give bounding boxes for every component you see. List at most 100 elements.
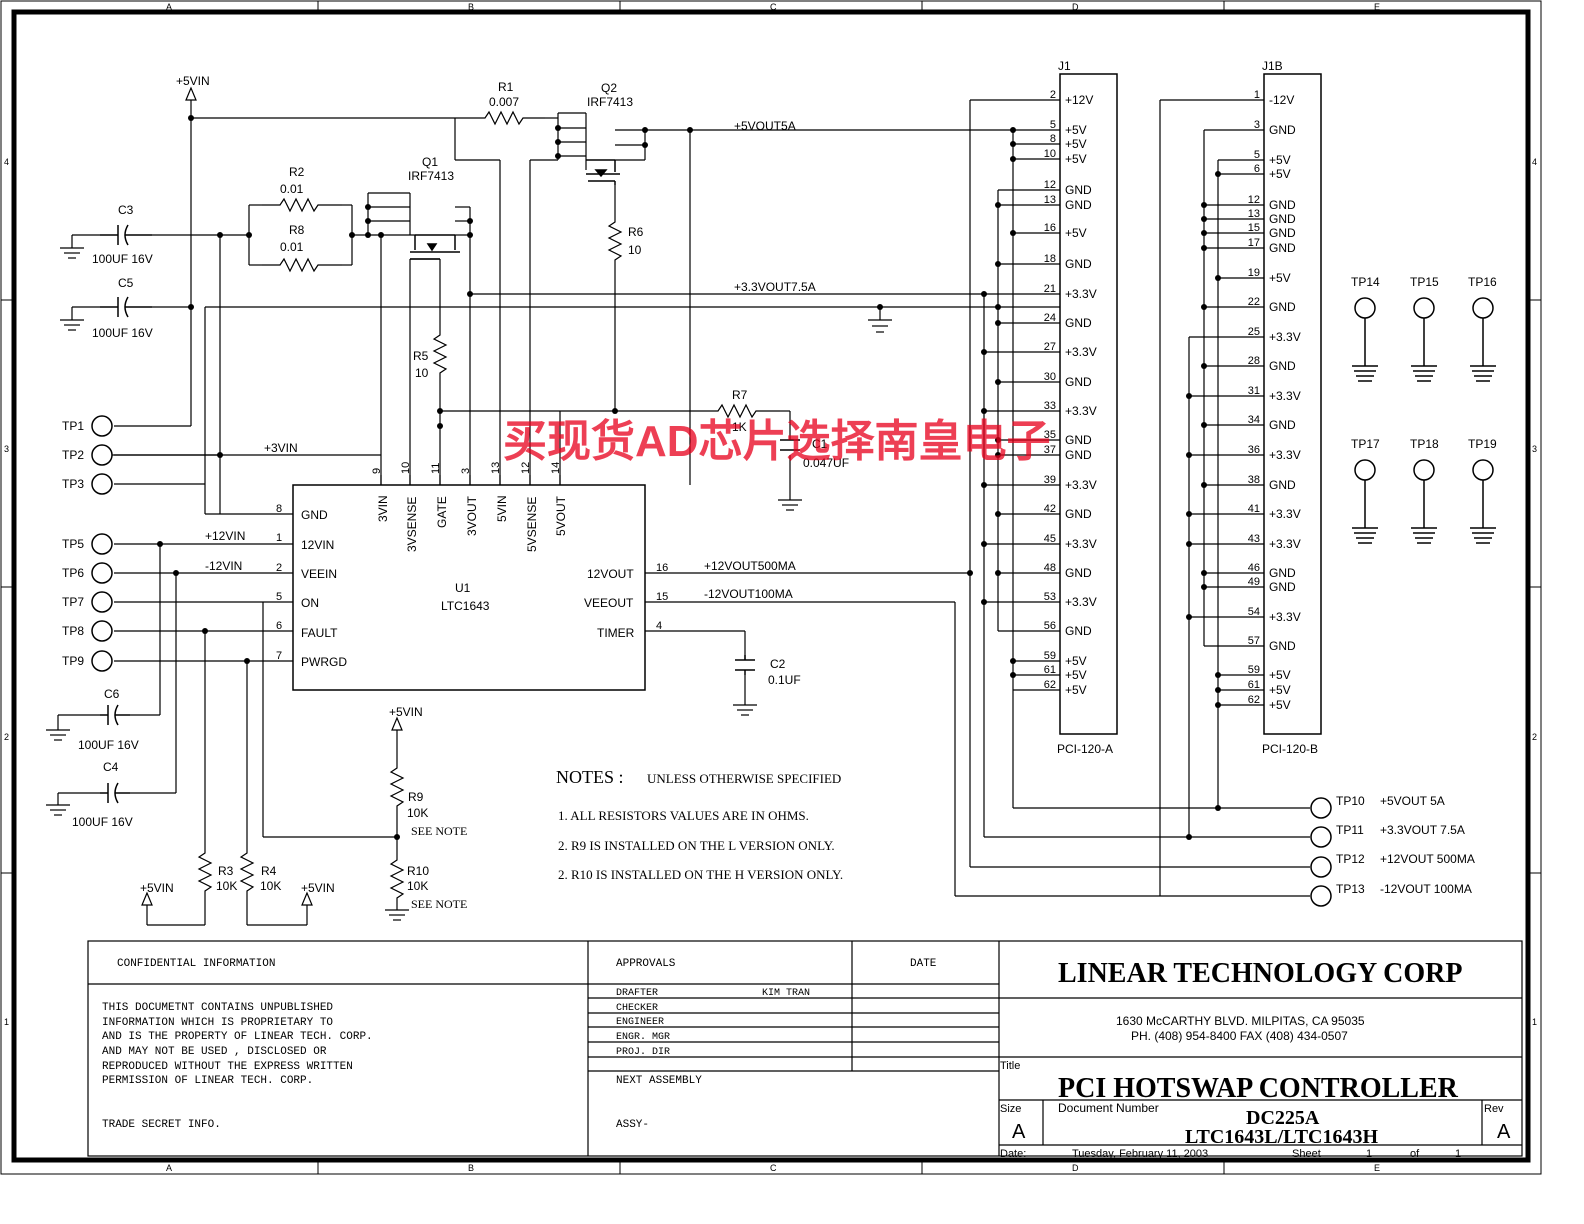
u1-top-pin-stubs: [380, 411, 561, 485]
u1-pin-num: 14: [550, 462, 562, 474]
junction-dots: [157, 115, 1221, 840]
row-number: 2: [4, 732, 9, 742]
net-label: +12VOUT500MA: [704, 559, 796, 573]
j1b-pin-name: GND: [1269, 359, 1296, 373]
u1-ref: U1: [455, 581, 471, 595]
j1-pin-number: 62: [1044, 679, 1056, 691]
component-ref: C5: [118, 276, 134, 290]
tp-label: TP18: [1410, 437, 1439, 451]
tp-label: TP1: [62, 419, 84, 433]
tp7-circle: [91, 591, 113, 613]
j1b-pin-name: +5V: [1269, 167, 1291, 181]
j1-pin-number: 53: [1044, 591, 1056, 603]
j1-pin-name: +3.3V: [1065, 345, 1097, 359]
confidential-line: AND MAY NOT BE USED , DISCLOSED OR: [102, 1046, 327, 1058]
assy: ASSY-: [616, 1119, 649, 1131]
component-ref: C3: [118, 203, 134, 217]
drafter-name: KIM TRAN: [762, 988, 810, 999]
u1-pin-name: 5VSENSE: [525, 497, 539, 552]
tp-label: TP15: [1410, 275, 1439, 289]
ground-icon: [60, 247, 84, 259]
j1b-pin-number: 28: [1248, 355, 1260, 367]
component-value: 100UF 16V: [92, 326, 153, 340]
u1-pin-num: 1: [276, 532, 282, 544]
date-value: Tuesday, February 11, 2003: [1072, 1148, 1208, 1160]
u1-pin-name: FAULT: [301, 626, 338, 640]
r1-symbol: [470, 110, 545, 126]
j1b-pin-number: 49: [1248, 576, 1260, 588]
j1b-pin-number: 43: [1248, 533, 1260, 545]
u1-pin-num: 2: [276, 562, 282, 574]
tp-label: TP10: [1336, 794, 1365, 808]
test-point-circles: [91, 415, 1332, 907]
c5-symbol: [100, 296, 152, 318]
r8-symbol: [262, 257, 342, 273]
j1b-pin-number: 1: [1254, 89, 1260, 101]
tp9-circle: [91, 650, 113, 672]
size-label: Size: [1000, 1103, 1021, 1115]
docnum-label: Document Number: [1058, 1101, 1159, 1115]
j1b-body: [1263, 73, 1322, 735]
power-arrow-icon: [185, 86, 197, 101]
tp-desc: -12VOUT 100MA: [1380, 882, 1472, 896]
tp-label: TP11: [1336, 823, 1364, 837]
j1b-pin-name: GND: [1269, 478, 1296, 492]
j1-pin-name: GND: [1065, 198, 1092, 212]
j1-pin-number: 10: [1044, 148, 1056, 160]
tp8-circle: [91, 620, 113, 642]
u1-part: LTC1643: [441, 599, 490, 613]
tp-label: TP13: [1336, 882, 1365, 896]
j1-pin-number: 16: [1044, 222, 1056, 234]
approvals-header: APPROVALS: [616, 958, 676, 970]
notes: NOTES : UNLESS OTHERWISE SPECIFIED 1. AL…: [556, 767, 843, 882]
j1-pin-name: +5V: [1065, 668, 1087, 682]
u1-pin-num: 4: [656, 620, 662, 632]
confidential-line: PERMISSION OF LINEAR TECH. CORP.: [102, 1075, 313, 1087]
u1-body: [292, 484, 646, 691]
j1b-pin-name: +5V: [1269, 698, 1291, 712]
component-value: IRF7413: [587, 95, 633, 109]
tp10-circle: [1310, 797, 1332, 819]
j1-pin-number: 61: [1044, 664, 1056, 676]
tp-label: TP5: [62, 537, 84, 551]
tp-label: TP7: [62, 595, 84, 609]
col-letter: A: [166, 2, 172, 12]
ground-icon: [385, 909, 409, 921]
drawing-title: PCI HOTSWAP CONTROLLER: [1058, 1073, 1459, 1104]
j1-pin-name: +5V: [1065, 654, 1087, 668]
component-ref: C6: [104, 687, 120, 701]
j1b-pin-name: +3.3V: [1269, 610, 1301, 624]
ground-icon: [733, 704, 757, 716]
j1-pin-name: +3.3V: [1065, 537, 1097, 551]
j1-pin-name: GND: [1065, 433, 1092, 447]
docnum-2: LTC1643L/LTC1643H: [1185, 1126, 1378, 1148]
component-ref: R8: [289, 223, 305, 237]
component-ref: R9: [408, 790, 424, 804]
j1-pin-number: 33: [1044, 400, 1056, 412]
of-value: 1: [1455, 1148, 1461, 1160]
confidential-line: AND IS THE PROPERTY OF LINEAR TECH. CORP…: [102, 1031, 373, 1043]
j1-pin-number: 5: [1050, 119, 1056, 131]
net-label: +5VIN: [140, 881, 174, 895]
component-value: 0.01: [280, 182, 304, 196]
j1-pin-name: GND: [1065, 566, 1092, 580]
note-item: 1. ALL RESISTORS VALUES ARE IN OHMS.: [558, 808, 809, 823]
j1b-pin-number: 12: [1248, 194, 1260, 206]
j1-pin-name: GND: [1065, 375, 1092, 389]
r4-symbol: [239, 845, 255, 900]
j1b-pin-number: 31: [1248, 385, 1260, 397]
j1-pin-number: 45: [1044, 533, 1056, 545]
tp17-symbol: [1352, 459, 1378, 544]
j1b-pin-name: GND: [1269, 226, 1296, 240]
title-block-text: CONFIDENTIAL INFORMATION THIS DOCUMETNT …: [102, 958, 1511, 1160]
j1b-pin-name: GND: [1269, 300, 1296, 314]
net-label: -12VOUT100MA: [704, 587, 793, 601]
date-header: DATE: [910, 958, 937, 970]
tp6-circle: [91, 562, 113, 584]
j1b-pin-number: 22: [1248, 296, 1260, 308]
j1b-pin-number: 46: [1248, 562, 1260, 574]
j1b-pin-number: 61: [1248, 679, 1260, 691]
tp-desc: +12VOUT 500MA: [1380, 852, 1475, 866]
component-value: 100UF 16V: [78, 738, 139, 752]
rev-value: A: [1497, 1121, 1511, 1143]
